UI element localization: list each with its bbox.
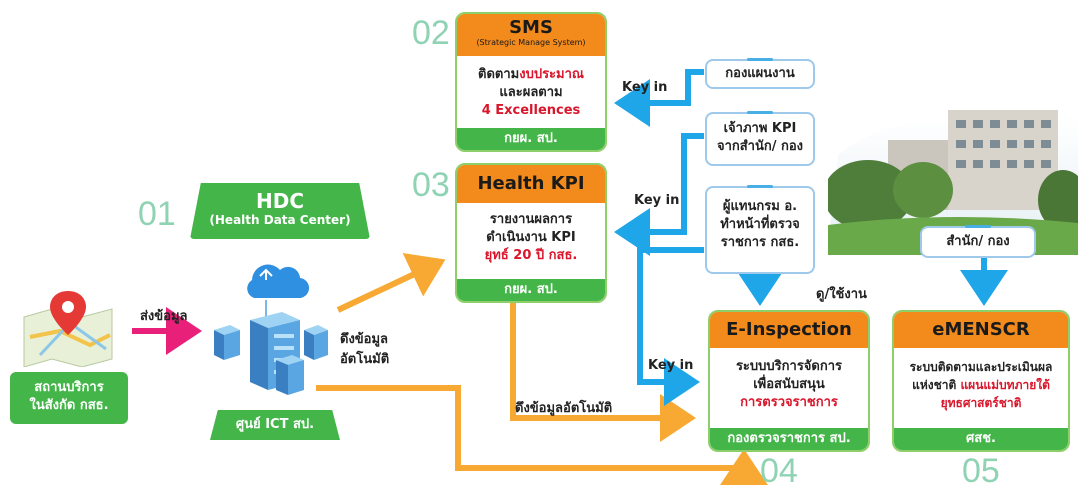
auto-pull-line2: อัตโนมัติ	[340, 352, 390, 367]
kpi-owner-box: เจ้าภาพ KPI จากสำนัก/ กอง	[705, 111, 815, 166]
einspection-line3: การตรวจราชการ	[740, 395, 838, 410]
server-cloud-icon	[200, 250, 330, 400]
inspector-rep-line3: ราชการ กสธ.	[720, 235, 800, 250]
step-number-03: 03	[412, 166, 450, 204]
keyin-einsp-label: Key in	[648, 358, 694, 373]
einspection-footer: กองตรวจราชการ สป.	[710, 428, 868, 450]
sms-line2: และผลตาม	[499, 85, 563, 100]
plan-division-label: กองแผนงาน	[725, 66, 795, 81]
emenscr-card: eMENSCR ระบบติดตามและประเมินผล แห่งชาติ …	[892, 310, 1070, 452]
sms-body: ติดตามงบประมาณ และผลตาม 4 Excellences	[457, 66, 605, 120]
sms-subtitle: (Strategic Manage System)	[476, 38, 586, 47]
sms-footer: กยผ. สป.	[457, 128, 605, 150]
sms-header: SMS (Strategic Manage System)	[457, 14, 605, 56]
einspection-line2: เพื่อสนับสนุน	[753, 377, 825, 392]
map-icon	[20, 287, 116, 367]
keyin-sms-label: Key in	[622, 80, 668, 95]
health-kpi-footer: กยผ. สป.	[457, 279, 605, 301]
einspection-line1: ระบบบริการจัดการ	[735, 359, 843, 374]
keyin-sms-arrow	[614, 69, 704, 127]
health-kpi-line1: รายงานผลการ	[489, 212, 573, 227]
emenscr-line2a: แห่งชาติ	[912, 378, 961, 392]
emenscr-header: eMENSCR	[894, 312, 1068, 348]
sms-line1b: งบประมาณ	[519, 67, 584, 82]
einspection-card: E-Inspection ระบบบริการจัดการ เพื่อสนับส…	[708, 310, 870, 452]
einspection-header: E-Inspection	[710, 312, 868, 348]
send-label: ส่งข้อมูล	[140, 309, 188, 324]
keyin-kpi-arrow	[614, 133, 704, 256]
source-line2: ในสังกัด กสธ.	[29, 398, 109, 413]
keyin-einsp-arrow	[637, 247, 704, 406]
hdc-subtitle: (Health Data Center)	[209, 213, 351, 227]
emenscr-line1: ระบบติดตามและประเมินผล	[909, 360, 1053, 374]
view-use-label: ดู/ใช้งาน	[816, 287, 867, 302]
hdc-title: HDC	[255, 189, 305, 213]
health-kpi-header: Health KPI	[457, 165, 605, 203]
kpi-to-einsp-arrow	[510, 302, 696, 442]
source-facilities-box: สถานบริการ ในสังกัด กสธ.	[10, 372, 128, 424]
inspector-rep-line2: ทำหน้าที่ตรวจ	[720, 217, 800, 232]
auto-pull-label-ict: ดึงข้อมูล อัตโนมัติ	[340, 330, 389, 370]
emenscr-line3: ยุทธศาสตร์ชาติ	[940, 396, 1022, 410]
kpi-owner-line2: จากสำนัก/ กอง	[716, 139, 804, 154]
ict-center-label: ศูนย์ ICT สป.	[210, 410, 340, 440]
office-label: สำนัก/ กอง	[946, 234, 1010, 249]
auto-pull-line1: ดึงข้อมูล	[340, 332, 389, 347]
inspector-rep-line1: ผู้แทนกรม อ.	[722, 199, 798, 214]
sms-card: SMS (Strategic Manage System) ติดตามงบปร…	[455, 12, 607, 152]
sms-title: SMS	[509, 17, 553, 38]
health-kpi-line3: ยุทธ์ 20 ปี กสธ.	[484, 248, 578, 263]
sms-line1a: ติดตาม	[478, 67, 520, 82]
keyin-kpi-label: Key in	[634, 193, 680, 208]
einspection-body: ระบบบริการจัดการ เพื่อสนับสนุน การตรวจรา…	[710, 358, 868, 412]
step-number-04: 04	[760, 452, 798, 490]
step-number-02: 02	[412, 14, 450, 52]
emenscr-footer: ศสช.	[894, 428, 1068, 450]
plan-division-box: กองแผนงาน	[705, 58, 815, 89]
health-kpi-body: รายงานผลการ ดำเนินงาน KPI ยุทธ์ 20 ปี กส…	[457, 211, 605, 265]
auto-pull-arrow-kpi	[336, 253, 446, 313]
auto-pull-label: ดึงข้อมูลอัตโนมัติ	[515, 401, 613, 416]
health-kpi-card: Health KPI รายงานผลการ ดำเนินงาน KPI ยุท…	[455, 163, 607, 303]
inspector-rep-box: ผู้แทนกรม อ. ทำหน้าที่ตรวจ ราชการ กสธ.	[705, 185, 815, 274]
emenscr-body: ระบบติดตามและประเมินผล แห่งชาติ แผนแม่บท…	[894, 358, 1068, 412]
emenscr-line2b: แผนแม่บทภายใต้	[960, 378, 1050, 392]
auto-pull-arrow-einsp	[316, 385, 768, 485]
building-photo	[828, 95, 1078, 255]
step-number-01: 01	[138, 195, 176, 233]
hdc-banner: HDC (Health Data Center)	[190, 183, 370, 239]
office-box: สำนัก/ กอง	[920, 225, 1036, 258]
health-kpi-line2: ดำเนินงาน KPI	[486, 230, 576, 245]
step-number-05: 05	[962, 452, 1000, 490]
source-line1: สถานบริการ	[34, 380, 104, 395]
sms-line3: 4 Excellences	[481, 103, 581, 118]
kpi-owner-line1: เจ้าภาพ KPI	[723, 121, 797, 136]
